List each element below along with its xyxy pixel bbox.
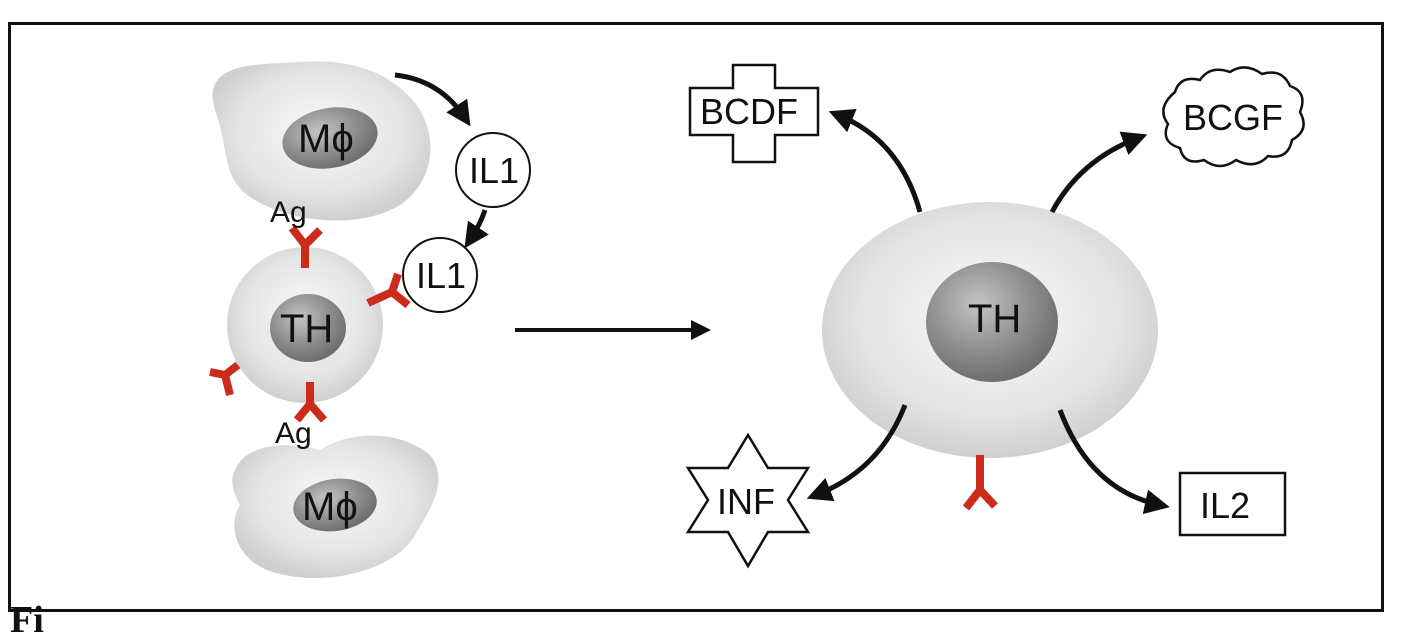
macrophage-top: Mϕ bbox=[212, 61, 431, 221]
th-activation-diagram: Mϕ Mϕ TH Ag Ag IL1 IL1 bbox=[209, 61, 1305, 579]
receptor-large-bottom bbox=[962, 455, 998, 511]
th-cell-large-label: TH bbox=[968, 297, 1021, 341]
inf-star-shape bbox=[685, 432, 811, 569]
receptor-bottom bbox=[293, 382, 328, 423]
il1-top-label: IL1 bbox=[469, 150, 519, 191]
il1-bottom-circle bbox=[402, 237, 478, 313]
arrow-to-bcgf bbox=[1049, 131, 1148, 214]
receptor-left bbox=[209, 361, 241, 396]
macrophage-bottom-nucleus bbox=[293, 478, 377, 532]
arrow-macrophage-to-il1 bbox=[394, 72, 471, 127]
bcgf-cloud-shape bbox=[1162, 66, 1305, 168]
arrow-to-il2 bbox=[1057, 409, 1170, 515]
th-cell-large-nucleus bbox=[926, 262, 1058, 382]
receptor-right bbox=[366, 272, 411, 309]
il1-top: IL1 bbox=[455, 132, 531, 208]
bcdf-box: BCDF bbox=[688, 63, 820, 164]
receptor-top bbox=[288, 225, 323, 268]
il2-box: IL2 bbox=[1178, 471, 1287, 537]
macrophage-bottom: Mϕ bbox=[232, 435, 439, 579]
il1-top-circle bbox=[455, 132, 531, 208]
macrophage-top-label: Mϕ bbox=[298, 117, 354, 161]
bcgf-label: BCGF bbox=[1183, 97, 1283, 138]
macrophage-top-nucleus bbox=[282, 107, 378, 169]
figure-caption: Fi bbox=[10, 599, 44, 641]
th-cell-small-nucleus bbox=[270, 294, 346, 362]
bcdf-label: BCDF bbox=[700, 91, 798, 132]
arrow-to-bcdf bbox=[828, 109, 923, 213]
arrow-to-inf bbox=[806, 404, 908, 502]
il1-bottom: IL1 bbox=[402, 237, 478, 313]
th-cell-large: TH bbox=[822, 202, 1158, 458]
inf-label: INF bbox=[717, 481, 775, 522]
il2-rect bbox=[1178, 471, 1287, 537]
il2-label: IL2 bbox=[1200, 485, 1250, 526]
th-cell-small-label: TH bbox=[280, 307, 333, 351]
ag-top-label: Ag bbox=[270, 196, 307, 229]
arrow-il1-to-il1 bbox=[464, 209, 489, 249]
inf-box: INF bbox=[685, 432, 811, 569]
ag-bottom-label: Ag bbox=[275, 417, 312, 450]
th-cell-small: TH bbox=[227, 247, 383, 403]
bcdf-cross-shape bbox=[688, 63, 820, 164]
bcgf-box: BCGF bbox=[1162, 66, 1305, 168]
macrophage-bottom-label: Mϕ bbox=[302, 485, 358, 529]
il1-bottom-label: IL1 bbox=[416, 255, 466, 296]
